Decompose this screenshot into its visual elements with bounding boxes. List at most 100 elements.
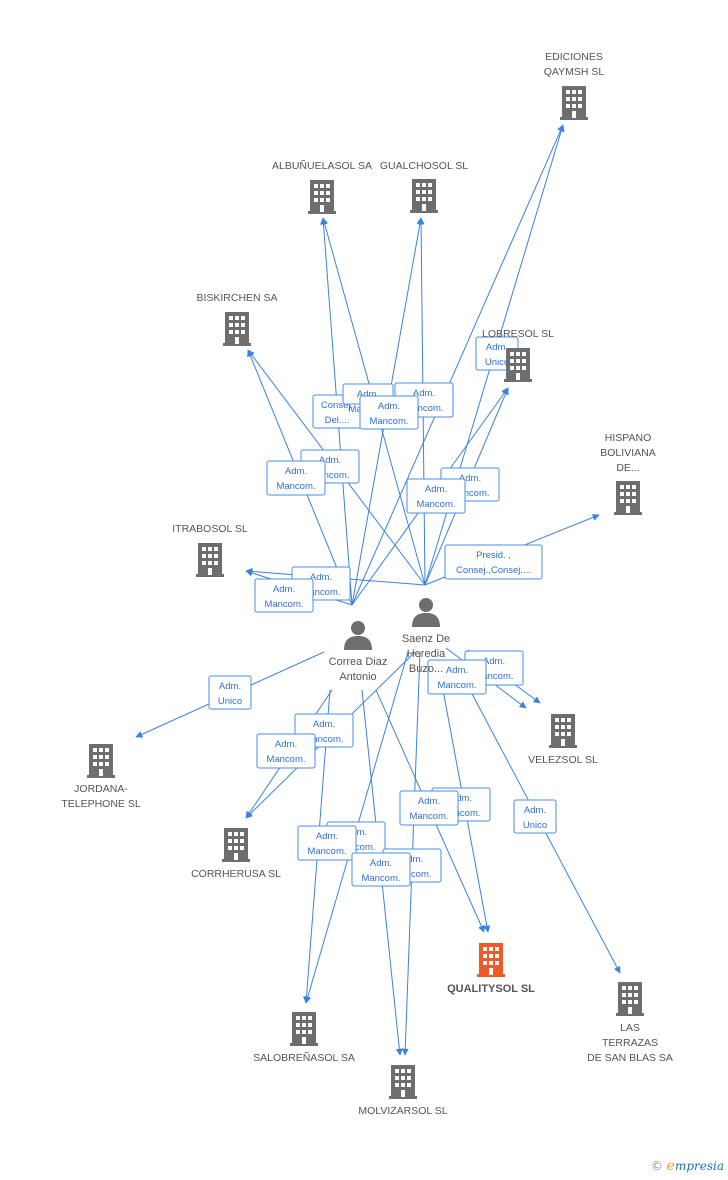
role-label[interactable]: Adm.Mancom. bbox=[256, 733, 316, 769]
role-label-text: Adm. bbox=[418, 796, 440, 807]
role-label-text: Mancom. bbox=[310, 470, 349, 481]
role-label[interactable]: Adm.Mancom. bbox=[351, 852, 411, 887]
company-node-itrabosol[interactable]: ITRABOSOL SL bbox=[172, 523, 248, 577]
company-name: HISPANO bbox=[605, 432, 651, 444]
role-label[interactable]: Adm.Unico bbox=[513, 799, 557, 834]
company-node-ediciones[interactable]: EDICIONES QAYMSH SL bbox=[544, 51, 605, 120]
company-node-lobresol[interactable]: LOBRESOL SL bbox=[482, 328, 554, 382]
brand-logo-text: mpresia bbox=[674, 1159, 724, 1173]
role-label-text: Adm. bbox=[486, 342, 508, 353]
role-label-text: Adm. bbox=[401, 854, 423, 865]
company-name: JORDANA- bbox=[74, 783, 128, 795]
company-name: EDICIONES bbox=[545, 51, 603, 63]
person-name: Buzo... bbox=[409, 663, 443, 675]
role-label-box bbox=[359, 395, 419, 430]
role-label-text: Mancom. bbox=[276, 481, 315, 492]
role-label-box bbox=[351, 852, 411, 887]
role-label[interactable]: Adm. Mancom. bbox=[427, 659, 487, 695]
role-label-text: Mancom. bbox=[307, 846, 346, 857]
company-node-molvizarsol[interactable]: MOLVIZARSOL SL bbox=[358, 1065, 448, 1117]
person-name: Antonio bbox=[339, 671, 376, 683]
building-icon bbox=[504, 348, 532, 382]
company-node-albunuelasol[interactable]: ALBUÑUELASOL SA bbox=[272, 159, 372, 214]
role-label-text: Adm. bbox=[316, 831, 338, 842]
building-icon bbox=[560, 86, 588, 120]
role-label-text: Mancom. bbox=[441, 808, 480, 819]
role-label-text: Adm. bbox=[413, 388, 435, 399]
role-label[interactable]: Adm.Mancom. bbox=[399, 790, 459, 826]
role-label-text: Adm. bbox=[483, 656, 505, 667]
role-label-text: Presid. , bbox=[476, 550, 511, 561]
person-icon bbox=[344, 621, 372, 650]
company-name: QAYMSH SL bbox=[544, 66, 605, 78]
company-name: DE... bbox=[616, 462, 639, 474]
role-label-text: Adm. bbox=[357, 389, 379, 400]
relationship-edge bbox=[351, 124, 564, 606]
role-label[interactable]: Adm. Unico bbox=[208, 675, 252, 710]
role-label-text: Adm. bbox=[425, 484, 447, 495]
role-label-text: Unico bbox=[218, 696, 242, 707]
building-icon bbox=[308, 180, 336, 214]
company-name: GUALCHOSOL SL bbox=[380, 160, 468, 172]
role-label-text: Adm. bbox=[285, 466, 307, 477]
role-label[interactable]: Presid. , Consej.,Consej.... bbox=[444, 544, 543, 580]
role-label-text: Adm. bbox=[219, 681, 241, 692]
company-name: TERRAZAS bbox=[602, 1037, 658, 1049]
role-label-text: Adm. bbox=[378, 401, 400, 412]
company-node-gualchosol[interactable]: GUALCHOSOL SL bbox=[380, 160, 468, 213]
role-label-text: Mancom. bbox=[392, 869, 431, 880]
company-name: SALOBREÑASOL SA bbox=[253, 1051, 355, 1064]
company-name: MOLVIZARSOL SL bbox=[358, 1105, 447, 1117]
company-name: VELEZSOL SL bbox=[528, 754, 598, 766]
copyright-symbol: © bbox=[650, 1159, 663, 1173]
role-label-text: Adm. bbox=[273, 584, 295, 595]
role-label-box bbox=[399, 790, 459, 826]
role-label-box bbox=[444, 544, 543, 580]
brand-logo-e: e bbox=[666, 1158, 675, 1174]
company-name: LAS bbox=[620, 1022, 640, 1034]
company-node-biskirchen[interactable]: BISKIRCHEN SA bbox=[196, 292, 278, 346]
building-icon bbox=[389, 1065, 417, 1099]
role-label[interactable]: Adm. Mancom. bbox=[359, 395, 419, 430]
role-label-text: Mancom. bbox=[304, 734, 343, 745]
company-node-jordana[interactable]: JORDANA- TELEPHONE SL bbox=[61, 744, 141, 810]
role-label-box bbox=[427, 659, 487, 695]
role-label-text: Mancom. bbox=[437, 680, 476, 691]
company-node-hispano[interactable]: HISPANOBOLIVIANADE... bbox=[600, 432, 656, 515]
company-node-qualitysol[interactable]: QUALITYSOL SL bbox=[447, 943, 535, 995]
person-node-saenz[interactable]: Saenz De HerediaBuzo... bbox=[402, 598, 450, 675]
company-name: TELEPHONE SL bbox=[61, 798, 141, 810]
role-label-text: Mancom. bbox=[474, 671, 513, 682]
role-label-text: Mancom. bbox=[404, 403, 443, 414]
role-label[interactable]: Adm.Mancom. bbox=[254, 578, 314, 613]
role-label-box bbox=[266, 460, 326, 496]
role-label-text: Adm. bbox=[310, 572, 332, 583]
person-name: Saenz De bbox=[402, 633, 450, 645]
building-icon bbox=[616, 982, 644, 1016]
role-label-text: Mancom. bbox=[416, 499, 455, 510]
company-node-velezsol[interactable]: VELEZSOL SL bbox=[528, 714, 598, 766]
company-node-corrherusa[interactable]: CORRHERUSA SL bbox=[191, 828, 281, 880]
person-name: Correa Diaz bbox=[329, 656, 388, 668]
role-label-text: Adm. bbox=[446, 665, 468, 676]
building-icon bbox=[87, 744, 115, 778]
role-label-box bbox=[254, 578, 314, 613]
role-label-text: Mancom. bbox=[450, 488, 489, 499]
role-label[interactable]: Adm. Mancom. bbox=[297, 825, 357, 861]
role-label-text: Mancom. bbox=[369, 416, 408, 427]
company-node-salobrenasol[interactable]: SALOBREÑASOL SA bbox=[253, 1012, 355, 1064]
role-label[interactable]: Adm. Mancom. bbox=[406, 478, 466, 514]
role-label-text: Mancom. bbox=[301, 587, 340, 598]
role-label-text: Unico bbox=[485, 357, 509, 368]
role-label-text: Consej.,Consej.... bbox=[456, 565, 531, 576]
building-icon bbox=[549, 714, 577, 748]
edges-layer bbox=[135, 124, 621, 1056]
role-label-text: Del.... bbox=[325, 415, 350, 426]
role-label[interactable]: Adm. Mancom. bbox=[266, 460, 326, 496]
person-name: Heredia bbox=[407, 648, 446, 660]
company-name: ALBUÑUELASOL SA bbox=[272, 159, 372, 172]
company-name: ITRABOSOL SL bbox=[172, 523, 248, 535]
